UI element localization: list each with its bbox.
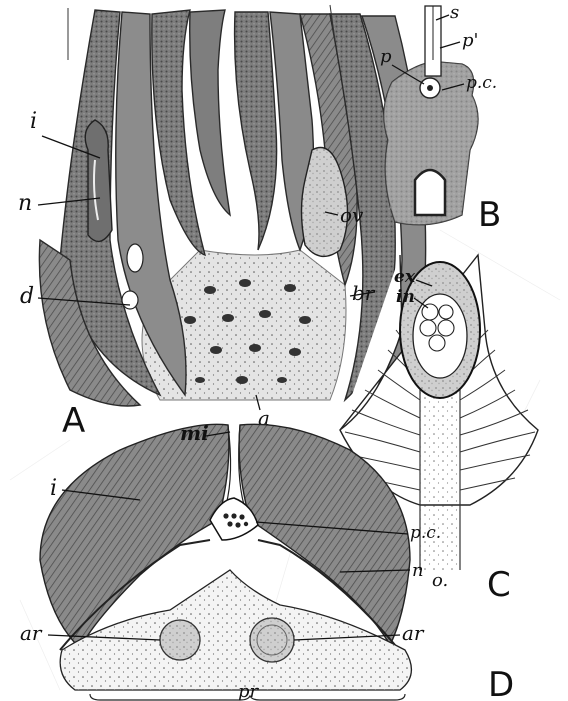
label-d-pr: pr — [238, 681, 260, 701]
panel-a-drawing — [39, 5, 425, 406]
label-a-ov: ov — [340, 203, 364, 227]
panel-letter-c: C — [487, 565, 511, 605]
label-c-ex: ex — [394, 267, 416, 287]
label-b-p-prime: p' — [462, 30, 478, 51]
panel-letter-b: B — [478, 195, 501, 235]
label-a-d: d — [20, 284, 34, 309]
label-d-mi: mi — [180, 421, 209, 445]
panel-d-drawing — [40, 424, 411, 700]
label-a-i: i — [30, 109, 37, 134]
label-b-p: p — [380, 46, 392, 67]
label-a-n: n — [18, 191, 32, 216]
panel-letter-d: D — [488, 665, 514, 701]
panel-letter-a: A — [62, 401, 85, 441]
label-b-s: s — [450, 2, 459, 23]
label-d-pc: p.c. — [410, 523, 441, 543]
label-b-pc: p.c. — [466, 73, 497, 93]
label-c-in: in — [396, 287, 415, 307]
label-d-n: n — [412, 560, 424, 581]
label-c-o: o. — [432, 570, 448, 591]
label-d-ar-right: ar — [402, 621, 425, 645]
label-d-i: i — [50, 476, 57, 501]
label-d-ar-left: ar — [20, 621, 43, 645]
